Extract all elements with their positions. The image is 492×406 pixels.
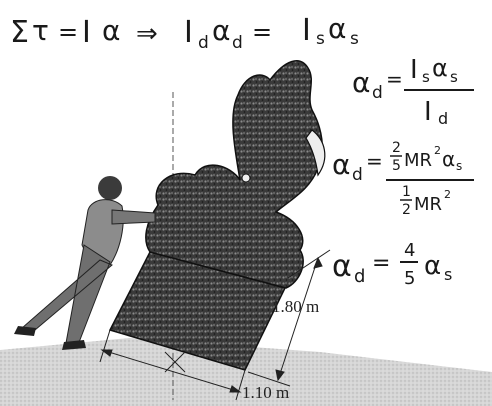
svg-text:2: 2 bbox=[402, 202, 411, 218]
statue-eye bbox=[241, 173, 251, 183]
svg-text:α: α bbox=[352, 66, 370, 99]
equation-alpha-result: α d = 4 5 α s bbox=[332, 240, 452, 289]
dimension-width bbox=[99, 329, 246, 401]
svg-text:=: = bbox=[58, 18, 78, 46]
svg-text:d: d bbox=[198, 33, 209, 53]
svg-text:I: I bbox=[410, 55, 418, 85]
equation-alpha-ratio: α d = I s α s I d bbox=[352, 54, 474, 128]
svg-text:α: α bbox=[442, 147, 455, 171]
svg-text:=: = bbox=[252, 18, 272, 46]
svg-text:α: α bbox=[332, 249, 352, 284]
statue-horn bbox=[305, 129, 326, 177]
svg-text:s: s bbox=[444, 265, 452, 284]
statue-body bbox=[145, 60, 324, 289]
svg-text:s: s bbox=[422, 68, 430, 86]
svg-text:MR: MR bbox=[414, 194, 442, 215]
svg-text:d: d bbox=[372, 83, 383, 103]
person-head bbox=[98, 176, 122, 200]
svg-text:5: 5 bbox=[404, 268, 415, 289]
svg-text:4: 4 bbox=[404, 240, 415, 261]
svg-text:s: s bbox=[350, 29, 359, 49]
svg-text:α: α bbox=[432, 54, 448, 82]
svg-text:d: d bbox=[438, 109, 448, 128]
svg-text:s: s bbox=[456, 159, 462, 173]
person bbox=[14, 176, 156, 350]
svg-text:Σ: Σ bbox=[10, 15, 29, 50]
svg-text:2: 2 bbox=[434, 144, 441, 157]
svg-text:d: d bbox=[354, 266, 365, 287]
svg-text:=: = bbox=[372, 251, 390, 276]
svg-text:α: α bbox=[328, 12, 346, 45]
svg-text:α: α bbox=[332, 148, 350, 181]
svg-text:I: I bbox=[302, 13, 311, 48]
ground bbox=[0, 338, 492, 406]
dimension-height bbox=[247, 249, 331, 387]
svg-text:2: 2 bbox=[444, 188, 451, 201]
svg-text:MR: MR bbox=[404, 150, 432, 171]
svg-text:I: I bbox=[184, 15, 193, 50]
svg-text:I: I bbox=[82, 15, 91, 50]
svg-text:I: I bbox=[424, 97, 432, 127]
svg-text:=: = bbox=[366, 149, 383, 173]
height-label: 1.80 m bbox=[272, 297, 319, 316]
svg-text:α: α bbox=[102, 14, 120, 47]
equation-alpha-moments: α d = 2 5 MR 2 α s 1 2 MR 2 bbox=[332, 140, 474, 218]
width-label: 1.10 m bbox=[242, 383, 289, 402]
equation-torque: Σ τ = I α ⇒ I d α d = I s α s bbox=[10, 12, 359, 53]
svg-text:d: d bbox=[352, 165, 363, 185]
svg-text:τ: τ bbox=[32, 14, 49, 47]
person-arm bbox=[111, 209, 156, 225]
svg-text:s: s bbox=[450, 68, 458, 86]
svg-text:d: d bbox=[232, 33, 243, 53]
svg-text:⇒: ⇒ bbox=[136, 19, 158, 49]
svg-text:5: 5 bbox=[392, 158, 401, 174]
svg-text:α: α bbox=[424, 251, 441, 281]
svg-text:α: α bbox=[212, 14, 230, 47]
svg-text:2: 2 bbox=[392, 140, 401, 156]
svg-text:=: = bbox=[386, 67, 403, 91]
person-shoes bbox=[14, 326, 86, 350]
svg-text:s: s bbox=[316, 29, 325, 49]
svg-text:1: 1 bbox=[402, 184, 411, 200]
